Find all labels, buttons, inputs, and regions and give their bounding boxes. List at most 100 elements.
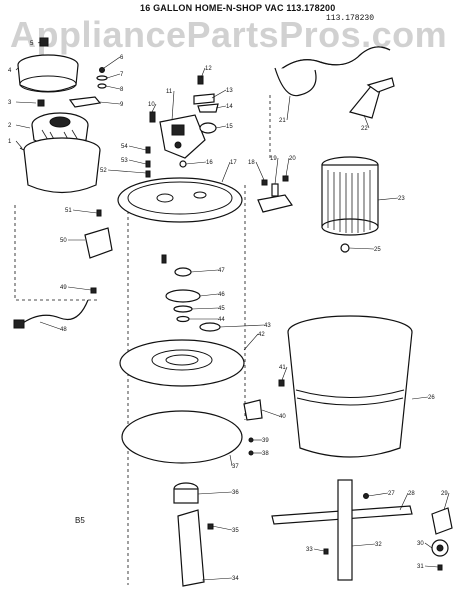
- leader-line: [67, 286, 92, 291]
- callout-label: 41: [279, 365, 286, 371]
- callout-25: 25: [348, 247, 381, 253]
- callout-label: 29: [441, 491, 448, 497]
- callout-39: 39: [253, 438, 269, 444]
- callout-label: 43: [264, 323, 271, 329]
- callout-21: 21: [279, 95, 291, 124]
- lid-latch: [84, 227, 113, 259]
- leader-line: [211, 89, 227, 99]
- leader-line: [191, 307, 219, 310]
- callout-label: 52: [100, 168, 107, 174]
- leader-line: [367, 492, 389, 497]
- screw: [37, 99, 45, 107]
- callout-label: 9: [120, 102, 124, 108]
- callout-35: 35: [211, 525, 239, 534]
- leader-line: [348, 247, 375, 250]
- leader-line: [201, 577, 233, 581]
- callout-54: 54: [121, 144, 147, 151]
- leader-line: [105, 85, 121, 90]
- callout-31: 31: [417, 564, 439, 570]
- callout-label: 49: [60, 285, 67, 291]
- callout-label: 22: [361, 126, 368, 132]
- callout-13: 13: [211, 88, 233, 99]
- lid-knob: [39, 37, 49, 47]
- leader-line: [443, 492, 450, 511]
- callout-19: 19: [270, 156, 279, 185]
- leader-line: [424, 565, 439, 568]
- callout-label: 14: [226, 104, 233, 110]
- callout-11: 11: [166, 89, 175, 121]
- callout-label: 54: [121, 144, 128, 150]
- callout-49: 49: [60, 285, 92, 291]
- caster-screw: [278, 379, 285, 387]
- callout-46: 46: [199, 292, 225, 298]
- callout-4: 4: [8, 67, 19, 74]
- callout-14: 14: [215, 104, 233, 110]
- leader-line: [261, 409, 280, 417]
- callout-30: 30: [417, 541, 433, 549]
- leader-line: [15, 67, 19, 71]
- callout-42: 42: [243, 332, 265, 351]
- callout-12: 12: [200, 66, 212, 79]
- callout-label: 34: [232, 576, 239, 582]
- callout-2: 2: [8, 123, 31, 129]
- callout-label: 4: [8, 68, 12, 74]
- callout-27: 27: [367, 491, 395, 497]
- leader-line: [211, 525, 233, 531]
- leader-line: [215, 125, 227, 129]
- callout-label: 17: [230, 160, 237, 166]
- motor-mount-hardware: [145, 146, 151, 178]
- hardware-stack: [96, 67, 108, 89]
- leader-line: [107, 169, 147, 174]
- nozzle-tip: [366, 77, 395, 93]
- leader-line: [15, 140, 23, 149]
- callout-1: 1: [8, 139, 23, 149]
- model-number: 113.178230: [326, 14, 375, 23]
- callout-16: 16: [185, 160, 213, 166]
- caster-pin: [437, 564, 443, 571]
- corner-code: B5: [75, 516, 85, 525]
- motor-cover: [17, 54, 79, 93]
- callout-label: 27: [388, 491, 395, 497]
- callout-label: 2: [8, 123, 12, 129]
- leader-line: [72, 209, 98, 214]
- callout-label: 33: [306, 547, 313, 553]
- callout-label: 6: [120, 55, 124, 61]
- cord-clamp: [90, 287, 97, 294]
- callout-40: 40: [261, 409, 286, 420]
- leader-line: [37, 41, 41, 44]
- callout-label: 16: [206, 160, 213, 166]
- callout-34: 34: [201, 576, 239, 582]
- callout-44: 44: [189, 317, 225, 323]
- callout-label: 53: [121, 158, 128, 164]
- callout-7: 7: [106, 72, 124, 79]
- leader-line: [255, 161, 265, 181]
- callout-5: 5: [30, 41, 41, 47]
- leader-line: [351, 543, 376, 547]
- motor-plate: [117, 177, 243, 223]
- callout-label: 23: [398, 196, 405, 202]
- capacitor: [149, 111, 156, 123]
- callout-3: 3: [8, 100, 37, 106]
- leader-line: [229, 454, 233, 467]
- caster-clip: [431, 507, 453, 535]
- leader-line: [185, 161, 207, 165]
- collection-tank: [287, 315, 413, 458]
- leader-line: [363, 114, 370, 129]
- leader-line: [243, 333, 259, 351]
- leader-line: [39, 321, 61, 330]
- callout-20: 20: [285, 156, 296, 177]
- callout-label: 32: [375, 542, 382, 548]
- callout-51: 51: [65, 208, 98, 214]
- callout-label: 44: [218, 317, 225, 323]
- callout-label: 51: [65, 208, 72, 214]
- motor-housing: [19, 137, 101, 194]
- leader-line: [274, 157, 279, 185]
- leader-line: [15, 101, 37, 104]
- leader-line: [99, 101, 121, 105]
- callout-label: 1: [8, 139, 12, 145]
- deflector: [177, 509, 205, 587]
- float-cage: [257, 175, 293, 213]
- callout-45: 45: [191, 306, 225, 312]
- callout-label: 38: [262, 451, 269, 457]
- leader-line: [424, 542, 433, 549]
